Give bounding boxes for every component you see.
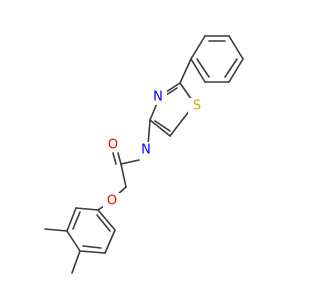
bond [224,58,238,78]
bond [228,35,244,60]
oxygen-ether-label: O [107,194,117,209]
bond [196,58,210,78]
bond [179,58,192,84]
oxygen-carbonyl-label: O [108,138,118,153]
label-mask [103,193,121,209]
bond [66,207,77,232]
bond [96,214,111,232]
bond [97,209,116,231]
bond [190,58,206,83]
bond [82,245,102,249]
label-mask [188,98,206,114]
bond [104,229,116,254]
bond [149,119,171,137]
bond [169,109,191,137]
nitrogen-thiazole-label: N [153,90,163,105]
bond [228,58,244,83]
bond [154,120,171,132]
label-mask [137,142,155,158]
bond [79,250,106,254]
label-mask [104,136,122,152]
bond [112,152,117,165]
bond [75,207,99,211]
bond [44,228,68,232]
chemical-structure: O N O N S [44,35,244,274]
bond [147,119,151,147]
atom-labels: O N O N S [103,89,206,209]
sulfur-thiazole-label: S [193,99,201,114]
bond [190,35,206,60]
label-mask [149,89,167,105]
bond [117,152,122,165]
bond [66,230,81,252]
bond [71,250,81,274]
nitrogen-amide-label: N [141,143,151,158]
bond [120,163,127,188]
bond [120,159,140,165]
bond [72,211,81,230]
